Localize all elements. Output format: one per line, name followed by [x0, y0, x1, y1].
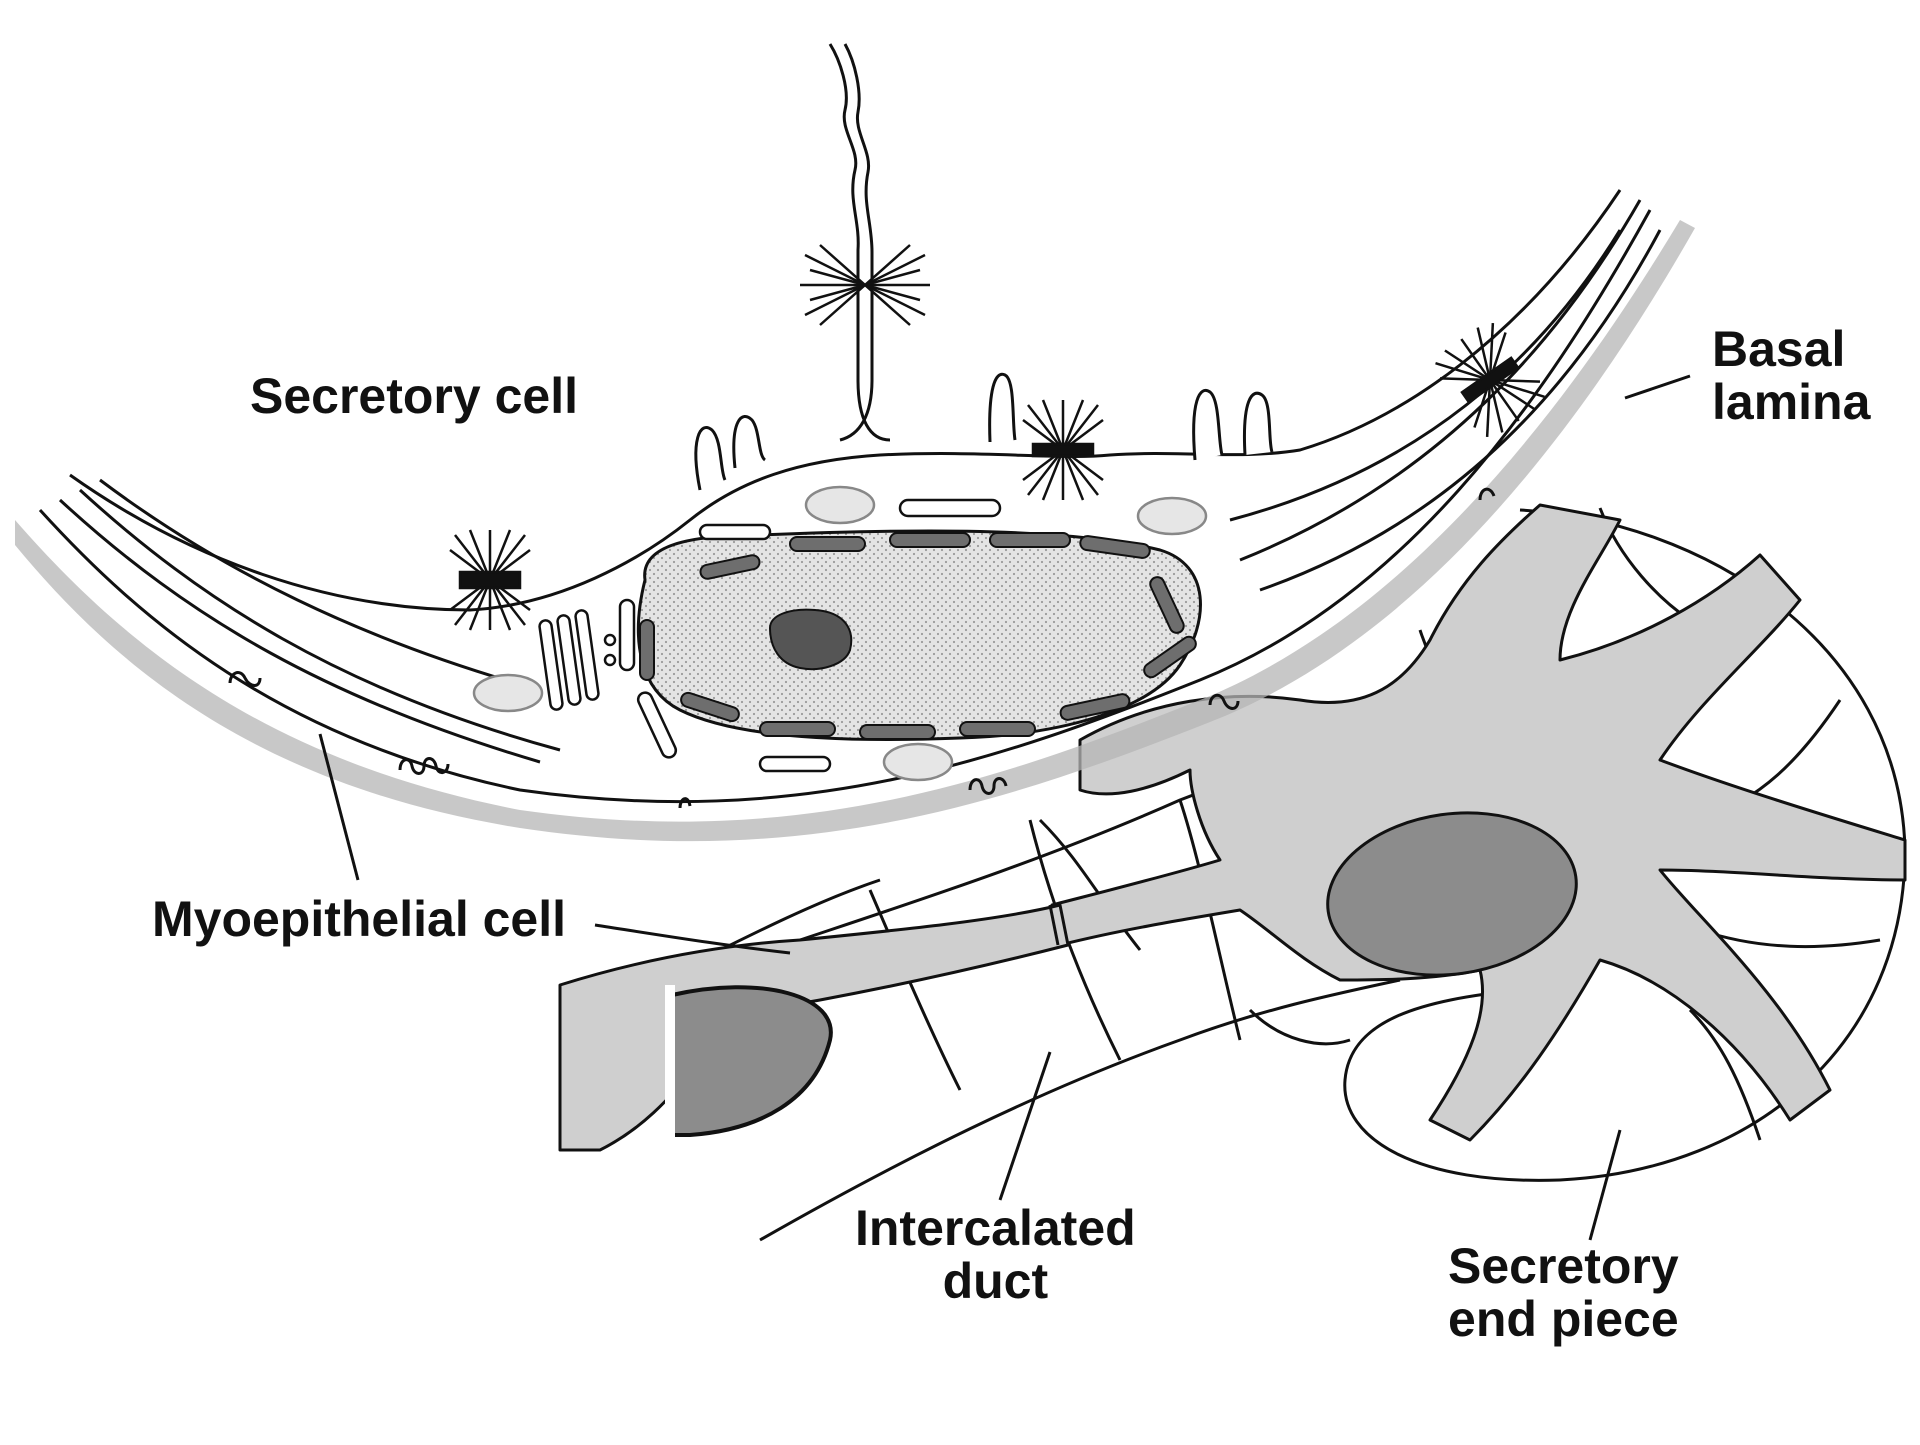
label-secretory-end-piece-line1: Secretory [1448, 1240, 1679, 1293]
label-intercalated-duct-line2: duct [855, 1255, 1136, 1308]
label-intercalated-duct-line1: Intercalated [855, 1202, 1136, 1255]
label-basal-lamina-line2: lamina [1712, 376, 1870, 429]
label-secretory-end-piece-line2: end piece [1448, 1293, 1679, 1346]
nucleus [638, 531, 1200, 740]
label-myoepithelial-cell: Myoepithelial cell [152, 893, 566, 946]
cytoplasmic-process [830, 44, 890, 440]
nucleolus [770, 610, 851, 669]
label-secretory-end-piece: Secretory end piece [1448, 1240, 1679, 1345]
duct-myoepithelial-nucleus [672, 987, 831, 1135]
label-basal-lamina-line1: Basal [1712, 323, 1870, 376]
label-secretory-cell: Secretory cell [250, 370, 578, 423]
label-basal-lamina: Basal lamina [1712, 323, 1870, 428]
label-intercalated-duct: Intercalated duct [855, 1202, 1136, 1307]
